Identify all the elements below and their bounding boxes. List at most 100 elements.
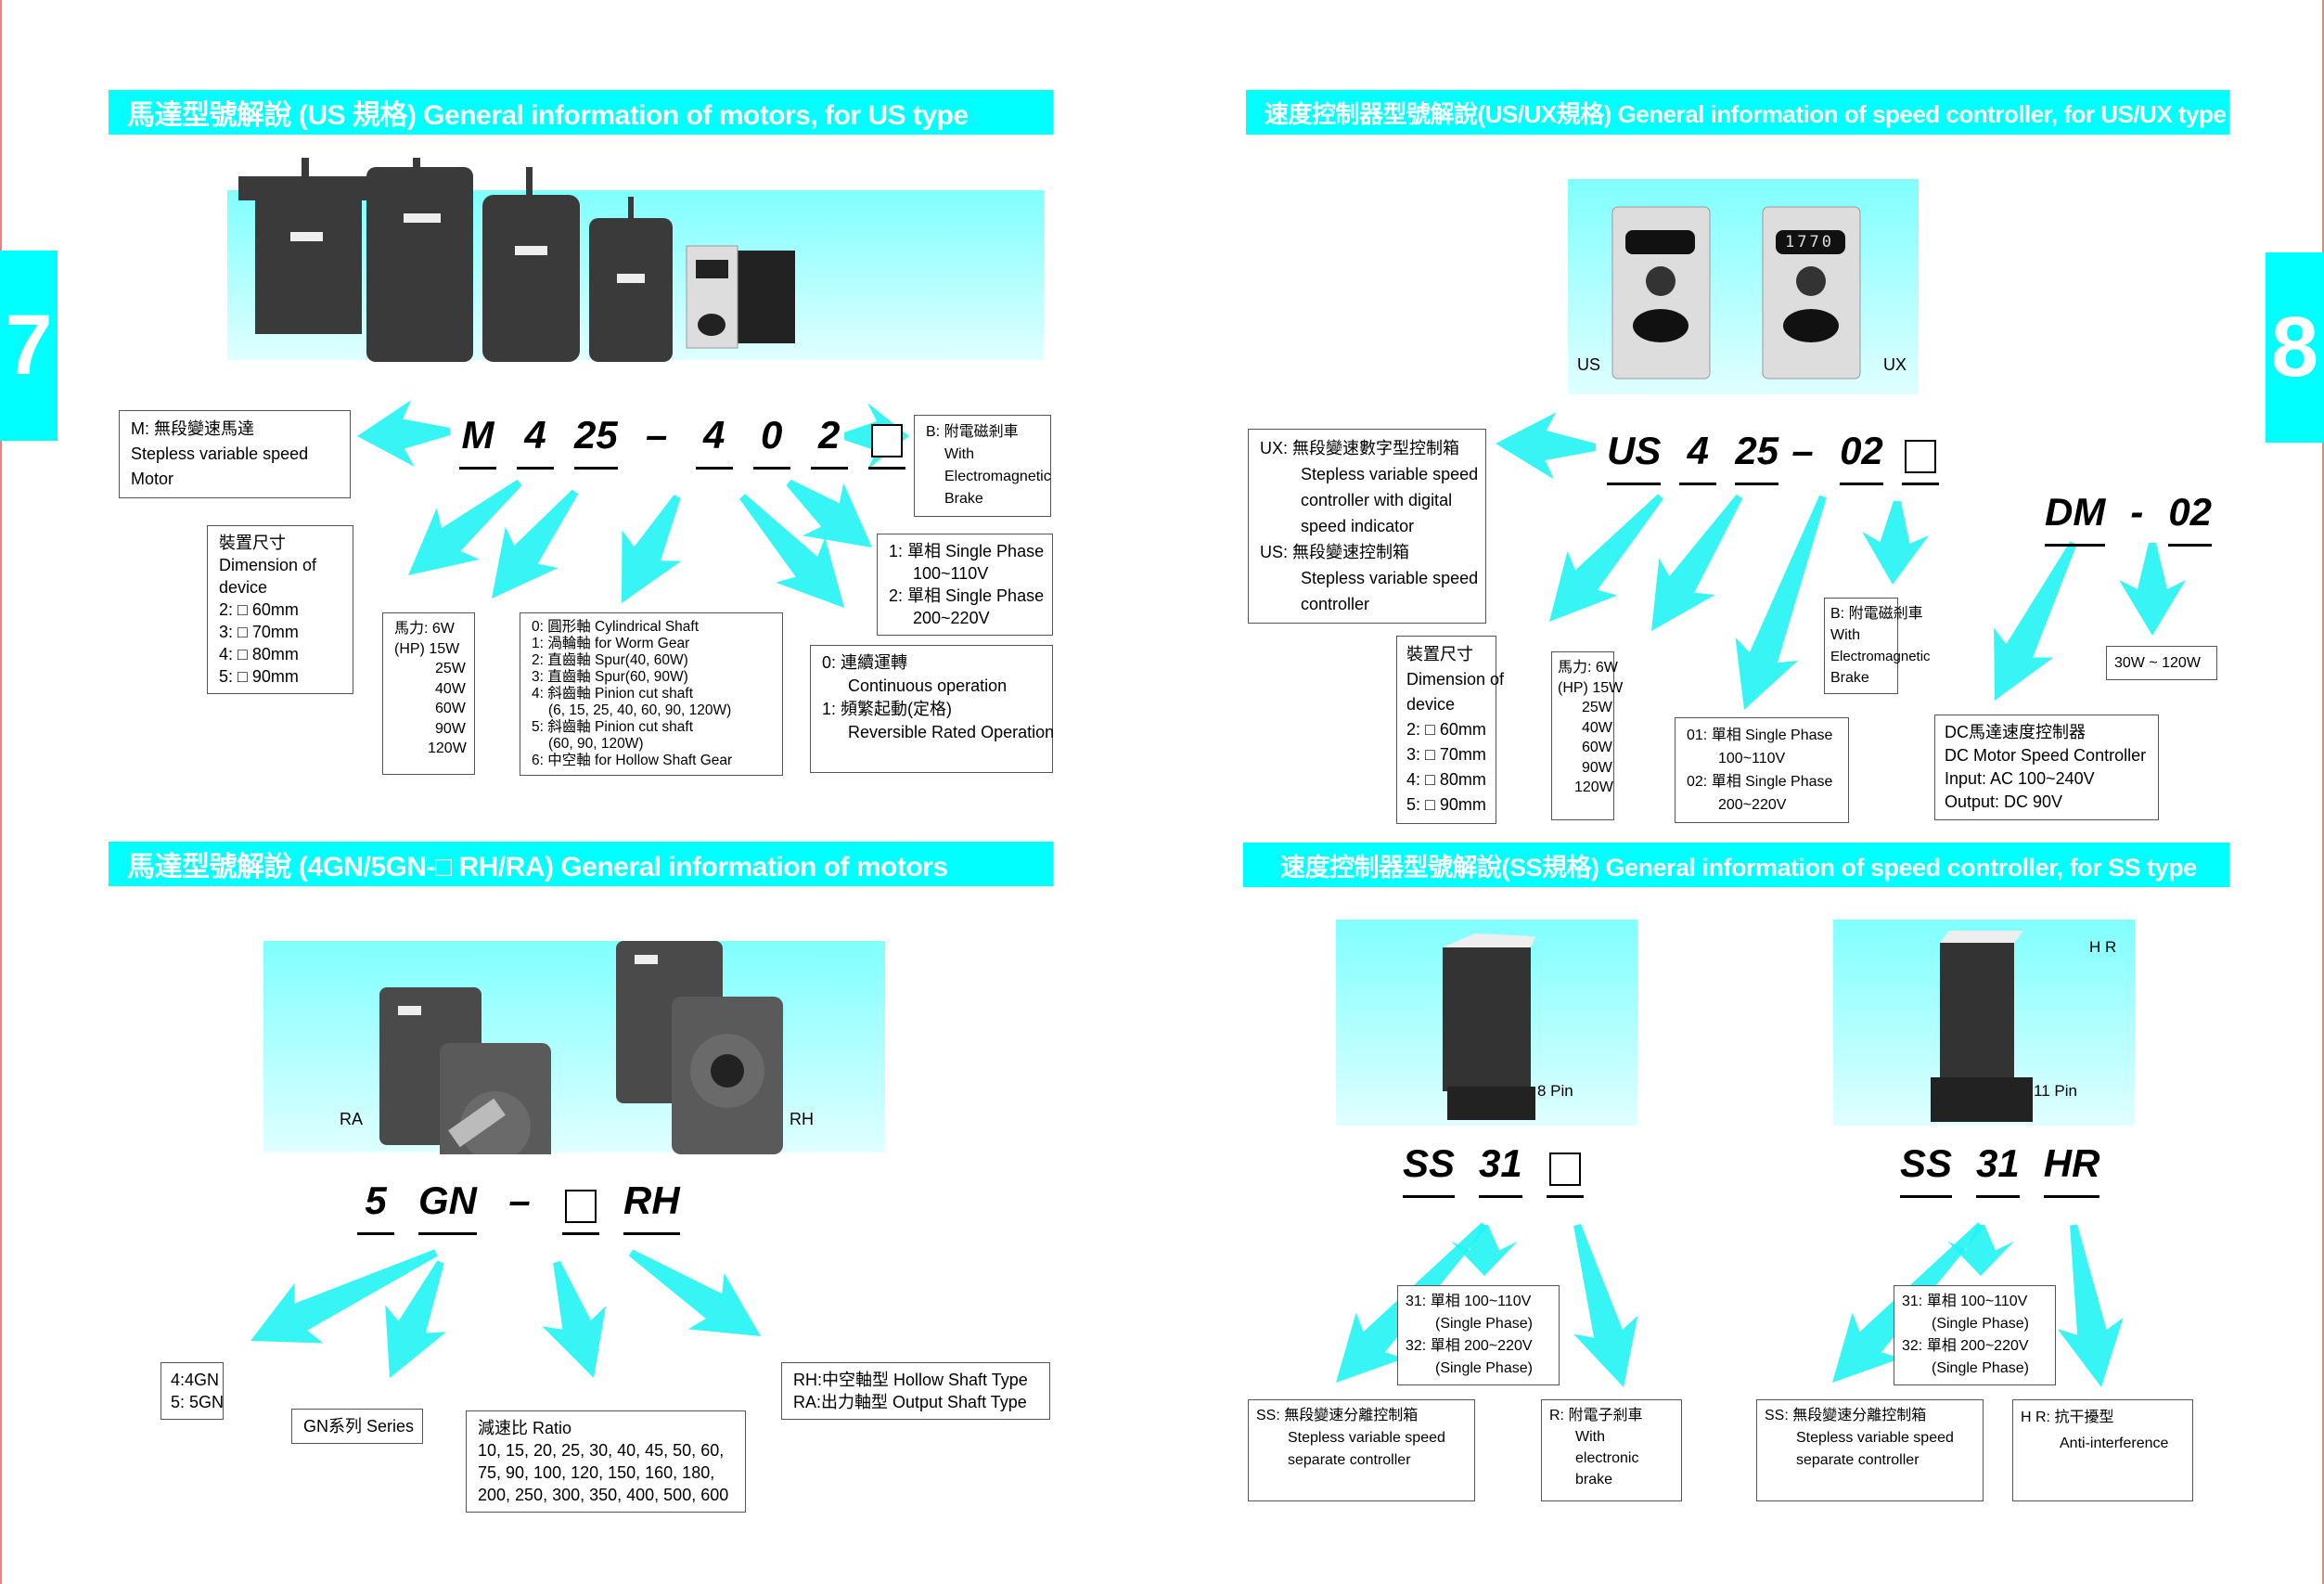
code-segment: 5 xyxy=(357,1178,394,1235)
code-segment: 25 xyxy=(574,413,618,470)
gear-motor-photo: RA RH xyxy=(263,941,885,1154)
code-segment: 25 xyxy=(1735,429,1779,485)
ss-controller-hr-illustration xyxy=(1931,931,2033,1122)
model-code-us-controller: US 4 25 – 02 xyxy=(1607,429,1939,485)
code-segment: 02 xyxy=(2168,490,2213,547)
arrow-icon xyxy=(2119,543,2186,636)
model-code-ss31hr: SS 31 HR xyxy=(1900,1141,2100,1198)
voltage-box: 31: 單相 100~110V(Single Phase)32: 單相 200~… xyxy=(1894,1285,2056,1385)
arrow-icon xyxy=(542,1260,606,1378)
section-header-ss-controller: 速度控制器型號解說(SS規格) General information of s… xyxy=(1243,843,2229,887)
gn-series-box: GN系列 Series xyxy=(291,1409,423,1444)
arrow-icon xyxy=(1496,412,1597,480)
model-code-us-motor: M 4 25 – 4 0 2 xyxy=(459,413,905,470)
arrow-icon xyxy=(1862,500,1929,585)
code-segment: SS xyxy=(1900,1141,1953,1198)
section-header-us-motors: 馬達型號解說 (US 規格) General information of mo… xyxy=(109,90,1053,135)
arrow-icon xyxy=(1735,495,1827,710)
pin-label: 8 Pin xyxy=(1537,1082,1573,1100)
code-segment: SS xyxy=(1403,1141,1456,1198)
dm-power-box: 30W ~ 120W xyxy=(2106,646,2217,680)
arrow-icon xyxy=(1994,541,2077,701)
gear-motor-illustrations xyxy=(379,941,783,1154)
code-option-box xyxy=(1901,440,1939,485)
arrow-icon xyxy=(739,494,844,608)
chapter-number: 8 xyxy=(2270,300,2319,394)
code-option-box xyxy=(1546,1153,1584,1198)
arrow-icon xyxy=(2057,1224,2124,1387)
code-dash: – xyxy=(1791,429,1814,472)
model-code-dm: DM - 02 xyxy=(2045,490,2213,547)
code-segment: 0 xyxy=(752,413,790,470)
model-code-ss31: SS 31 xyxy=(1403,1141,1584,1198)
section-title: 速度控制器型號解說(SS規格) General information of s… xyxy=(1280,853,2197,882)
arrow-icon xyxy=(250,1249,438,1344)
code-segment: 4 xyxy=(1679,429,1717,485)
photo-label-ux: UX xyxy=(1883,355,1907,374)
arrow-icon xyxy=(1651,494,1743,631)
code-dash: – xyxy=(646,413,668,457)
arrow-icon xyxy=(786,479,872,547)
arrow-icon xyxy=(1549,494,1663,622)
arrow-icon xyxy=(628,1249,761,1336)
code-segment: US xyxy=(1607,429,1662,485)
photo-label-us: US xyxy=(1577,355,1601,374)
chapter-tab-7: 7 xyxy=(0,251,58,441)
code-segment: 31 xyxy=(1479,1141,1522,1198)
chapter-number: 7 xyxy=(5,298,53,393)
code-segment: 4 xyxy=(517,413,554,470)
photo-label-rh: RH xyxy=(790,1110,814,1128)
voltage-box: 31: 單相 100~110V(Single Phase)32: 單相 200~… xyxy=(1397,1285,1560,1385)
code-dash: – xyxy=(508,1178,531,1222)
code-dash: - xyxy=(2130,490,2144,534)
code-option-box xyxy=(867,424,905,470)
arrow-icon xyxy=(622,495,682,603)
arrow-icon xyxy=(492,489,579,599)
ss-controller-illustration xyxy=(1443,934,1535,1120)
code-segment: HR xyxy=(2043,1141,2100,1198)
ss-controller-photo-8pin: 8 Pin xyxy=(1336,920,1637,1126)
code-segment: RH xyxy=(623,1178,680,1235)
code-segment: 2 xyxy=(810,413,848,470)
digital-readout: 1770 xyxy=(1785,233,1834,251)
code-segment: GN xyxy=(418,1178,477,1235)
section-header-gn-motors: 馬達型號解說 (4GN/5GN-□ RH/RA) General informa… xyxy=(109,842,1053,886)
arrow-icon xyxy=(1573,1223,1638,1387)
arrow-icon xyxy=(408,479,522,575)
model-code-gn-motor: 5 GN – RH xyxy=(357,1178,680,1235)
code-segment: M xyxy=(459,413,496,470)
chapter-tab-8: 8 xyxy=(2266,252,2324,443)
code-segment: DM xyxy=(2045,490,2106,547)
motor-illustrations xyxy=(238,158,795,362)
code-option-box xyxy=(562,1190,599,1235)
arrow-icon xyxy=(1947,1225,2014,1276)
photo-label-ra: RA xyxy=(340,1110,364,1128)
controller-product-photo: 1770 US UX xyxy=(1568,179,1919,394)
pin-label: 11 Pin xyxy=(2034,1082,2077,1100)
arrow-icon xyxy=(1451,1225,1518,1276)
hr-tag: H R xyxy=(2089,938,2117,956)
section-title: 馬達型號解說 (US 規格) General information of mo… xyxy=(127,100,969,131)
motors-product-photo xyxy=(227,158,1044,362)
ss-controller-photo-11pin: 11 Pin H R xyxy=(1833,920,2135,1126)
arrow-icon xyxy=(357,400,451,467)
